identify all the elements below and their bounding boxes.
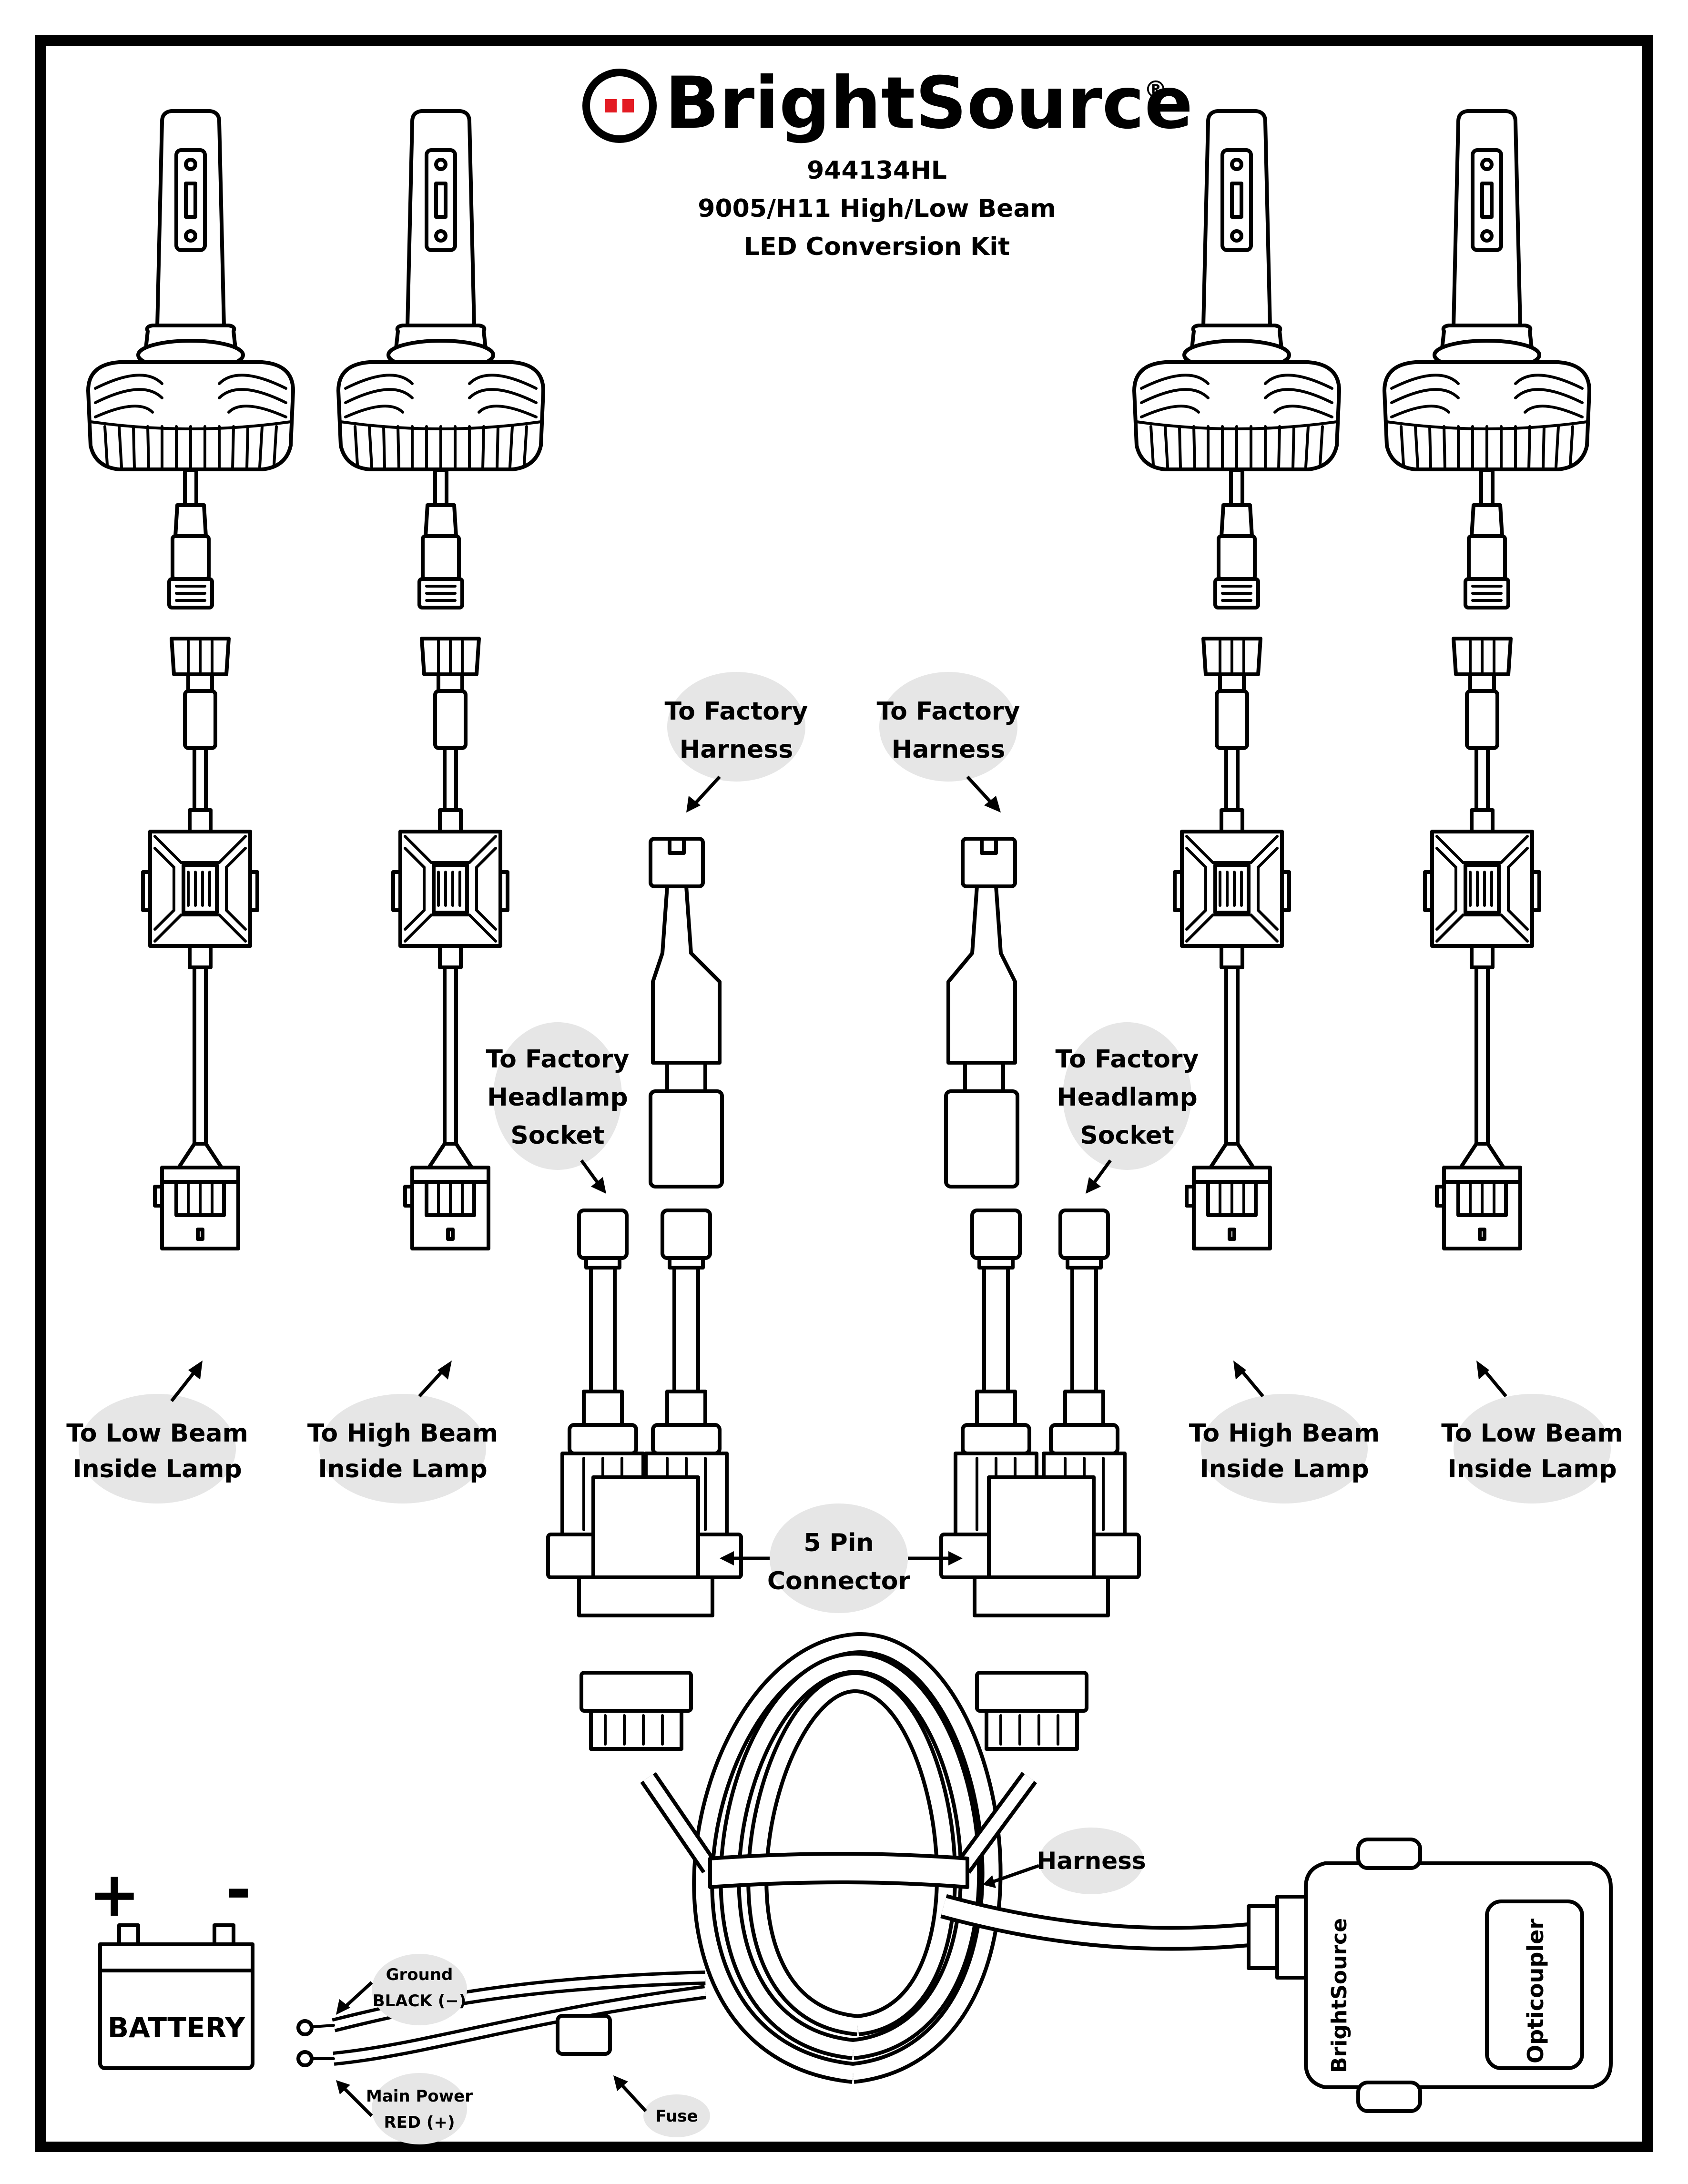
product-line2: LED Conversion Kit — [744, 233, 1010, 261]
svg-text:To Factory: To Factory — [877, 697, 1020, 726]
page-border — [35, 35, 1653, 2152]
y-harness-left — [548, 1210, 741, 1617]
svg-text:To High Beam: To High Beam — [1189, 1419, 1380, 1448]
label-ground: Ground BLACK (−) — [372, 1954, 467, 2025]
svg-text:To Factory: To Factory — [486, 1045, 630, 1074]
part-number: 944134HL — [807, 156, 947, 185]
battery-icon: BATTERY — [98, 1923, 254, 2070]
brightsource-logo: BrightSource ® — [582, 62, 1193, 145]
factory-harness-adapter-left — [649, 837, 724, 1189]
module-brand: BrightSource — [1327, 1918, 1352, 2073]
label-factory-harness-left: To Factory Harness — [665, 672, 808, 782]
battery-plus: + — [89, 1858, 141, 1930]
fuse-holder — [556, 2014, 612, 2056]
battery-label: BATTERY — [108, 2011, 245, 2044]
label-low-beam-right: To Low Beam Inside Lamp — [1441, 1394, 1623, 1503]
svg-text:BLACK (−): BLACK (−) — [373, 1991, 467, 2011]
svg-text:Harness: Harness — [1037, 1847, 1146, 1875]
product-line1: 9005/H11 High/Low Beam — [698, 194, 1056, 223]
svg-text:Harness: Harness — [892, 735, 1005, 764]
svg-text:To Factory: To Factory — [1056, 1045, 1199, 1074]
svg-text:Inside Lamp: Inside Lamp — [318, 1455, 487, 1483]
label-high-beam-right: To High Beam Inside Lamp — [1189, 1394, 1380, 1503]
label-factory-socket-left: To Factory Headlamp Socket — [486, 1022, 630, 1170]
y-harness-right — [941, 1210, 1139, 1617]
opticoupler-module: BrightSource Opticoupler — [1247, 1838, 1613, 2113]
svg-text:Headlamp: Headlamp — [1057, 1083, 1197, 1112]
svg-text:Fuse: Fuse — [655, 2107, 698, 2126]
svg-text:RED (+): RED (+) — [384, 2113, 455, 2132]
label-fuse: Fuse — [643, 2094, 710, 2137]
svg-text:Connector: Connector — [767, 1567, 911, 1595]
svg-text:To Factory: To Factory — [665, 697, 808, 726]
svg-text:Main Power: Main Power — [366, 2087, 473, 2106]
svg-text:Socket: Socket — [1080, 1121, 1174, 1150]
battery-minus: - — [225, 1853, 251, 1926]
svg-text:Harness: Harness — [680, 735, 793, 764]
label-factory-socket-right: To Factory Headlamp Socket — [1056, 1022, 1199, 1170]
label-five-pin-connector: 5 Pin Connector — [767, 1503, 911, 1613]
svg-text:Inside Lamp: Inside Lamp — [1447, 1455, 1617, 1483]
svg-text:Ground: Ground — [386, 1965, 453, 1984]
label-harness: Harness — [1037, 1828, 1146, 1894]
brand-name: BrightSource — [665, 62, 1193, 145]
svg-text:5 Pin: 5 Pin — [803, 1529, 874, 1557]
factory-harness-adapter-right — [944, 837, 1019, 1189]
registered-mark: ® — [1144, 76, 1168, 103]
label-main-power: Main Power RED (+) — [366, 2073, 473, 2144]
module-name: Opticoupler — [1523, 1919, 1548, 2063]
svg-text:Socket: Socket — [510, 1121, 604, 1150]
svg-text:To Low Beam: To Low Beam — [1441, 1419, 1623, 1448]
svg-text:To High Beam: To High Beam — [307, 1419, 498, 1448]
label-high-beam-left: To High Beam Inside Lamp — [307, 1394, 498, 1503]
label-factory-harness-right: To Factory Harness — [877, 672, 1020, 782]
svg-text:To Low Beam: To Low Beam — [66, 1419, 248, 1448]
svg-text:Inside Lamp: Inside Lamp — [1200, 1455, 1369, 1483]
svg-text:Inside Lamp: Inside Lamp — [72, 1455, 242, 1483]
brightsource-logo-icon — [582, 69, 657, 143]
arrow-icon — [170, 775, 1507, 2117]
wiring-harness-loop — [296, 1632, 1250, 2084]
svg-text:Headlamp: Headlamp — [487, 1083, 628, 1112]
label-low-beam-left: To Low Beam Inside Lamp — [66, 1394, 248, 1503]
